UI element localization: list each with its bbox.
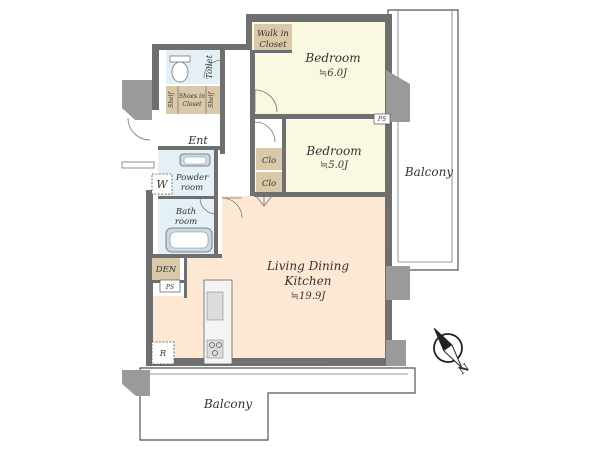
walk-in-closet-area [254,24,292,52]
bedroom-2-area [284,120,385,194]
entrance-label: Ent [187,134,208,147]
south-balcony-label: Balcony [203,397,252,411]
ldk-label-1: Living Dining [266,259,349,273]
pipe-space-bed [373,113,391,125]
ldk-area-label: ≒19.9J [291,291,327,302]
south-balcony [139,367,416,441]
closet-2-area [256,172,282,194]
walk-in-closet-label-2: Closet [259,40,287,50]
compass-icon [433,327,463,369]
den-label: DEN [155,265,177,275]
ps-den-label: PS [165,284,174,291]
bathroom-label-1: Bath [175,207,196,217]
closet-1-label: Clo [262,156,276,166]
walk-in-closet-label-1: Walk in [257,29,289,39]
powder-room-label-1: Powder [175,173,209,183]
refrigerator-label: R [159,349,167,359]
closet-2-label: Clo [262,179,276,189]
den-area [152,258,180,280]
powder-room-label-2: room [181,183,203,193]
shoes-closet-label-2: Closet [182,101,202,108]
east-balcony [387,9,459,271]
kitchen-counter [203,279,233,365]
washer-label: W [156,178,169,191]
bathtub-fixture [165,227,213,253]
ps-bed-label: PS [377,116,386,123]
shoes-closet-shelves [177,86,207,114]
bedroom-1-area-label: ≒6.0J [319,68,348,79]
bathroom-label-2: room [175,217,197,227]
doors [121,59,278,219]
bedroom-1-label: Bedroom [304,51,360,65]
washer-space [151,173,173,195]
ldk-label-2: Kitchen [284,274,332,288]
bedroom-2-label: Bedroom [305,144,361,158]
pipe-space-den [159,279,181,293]
shoes-closet-label-1: Shoes in [179,93,205,100]
shelf-left-label: Shelf [168,90,175,107]
closet-1-area [256,148,282,170]
structural-pillars [122,70,410,396]
east-balcony-label: Balcony [404,165,453,179]
shoes-closet-area [166,86,220,114]
bedroom-2-area-label: ≒5.0J [320,160,349,171]
toilet-fixture [169,55,191,83]
refrigerator-space [151,341,175,365]
toilet-label: Toilet [205,54,215,79]
vanity-fixture [179,153,211,167]
shelf-right-label: Shelf [208,90,215,107]
